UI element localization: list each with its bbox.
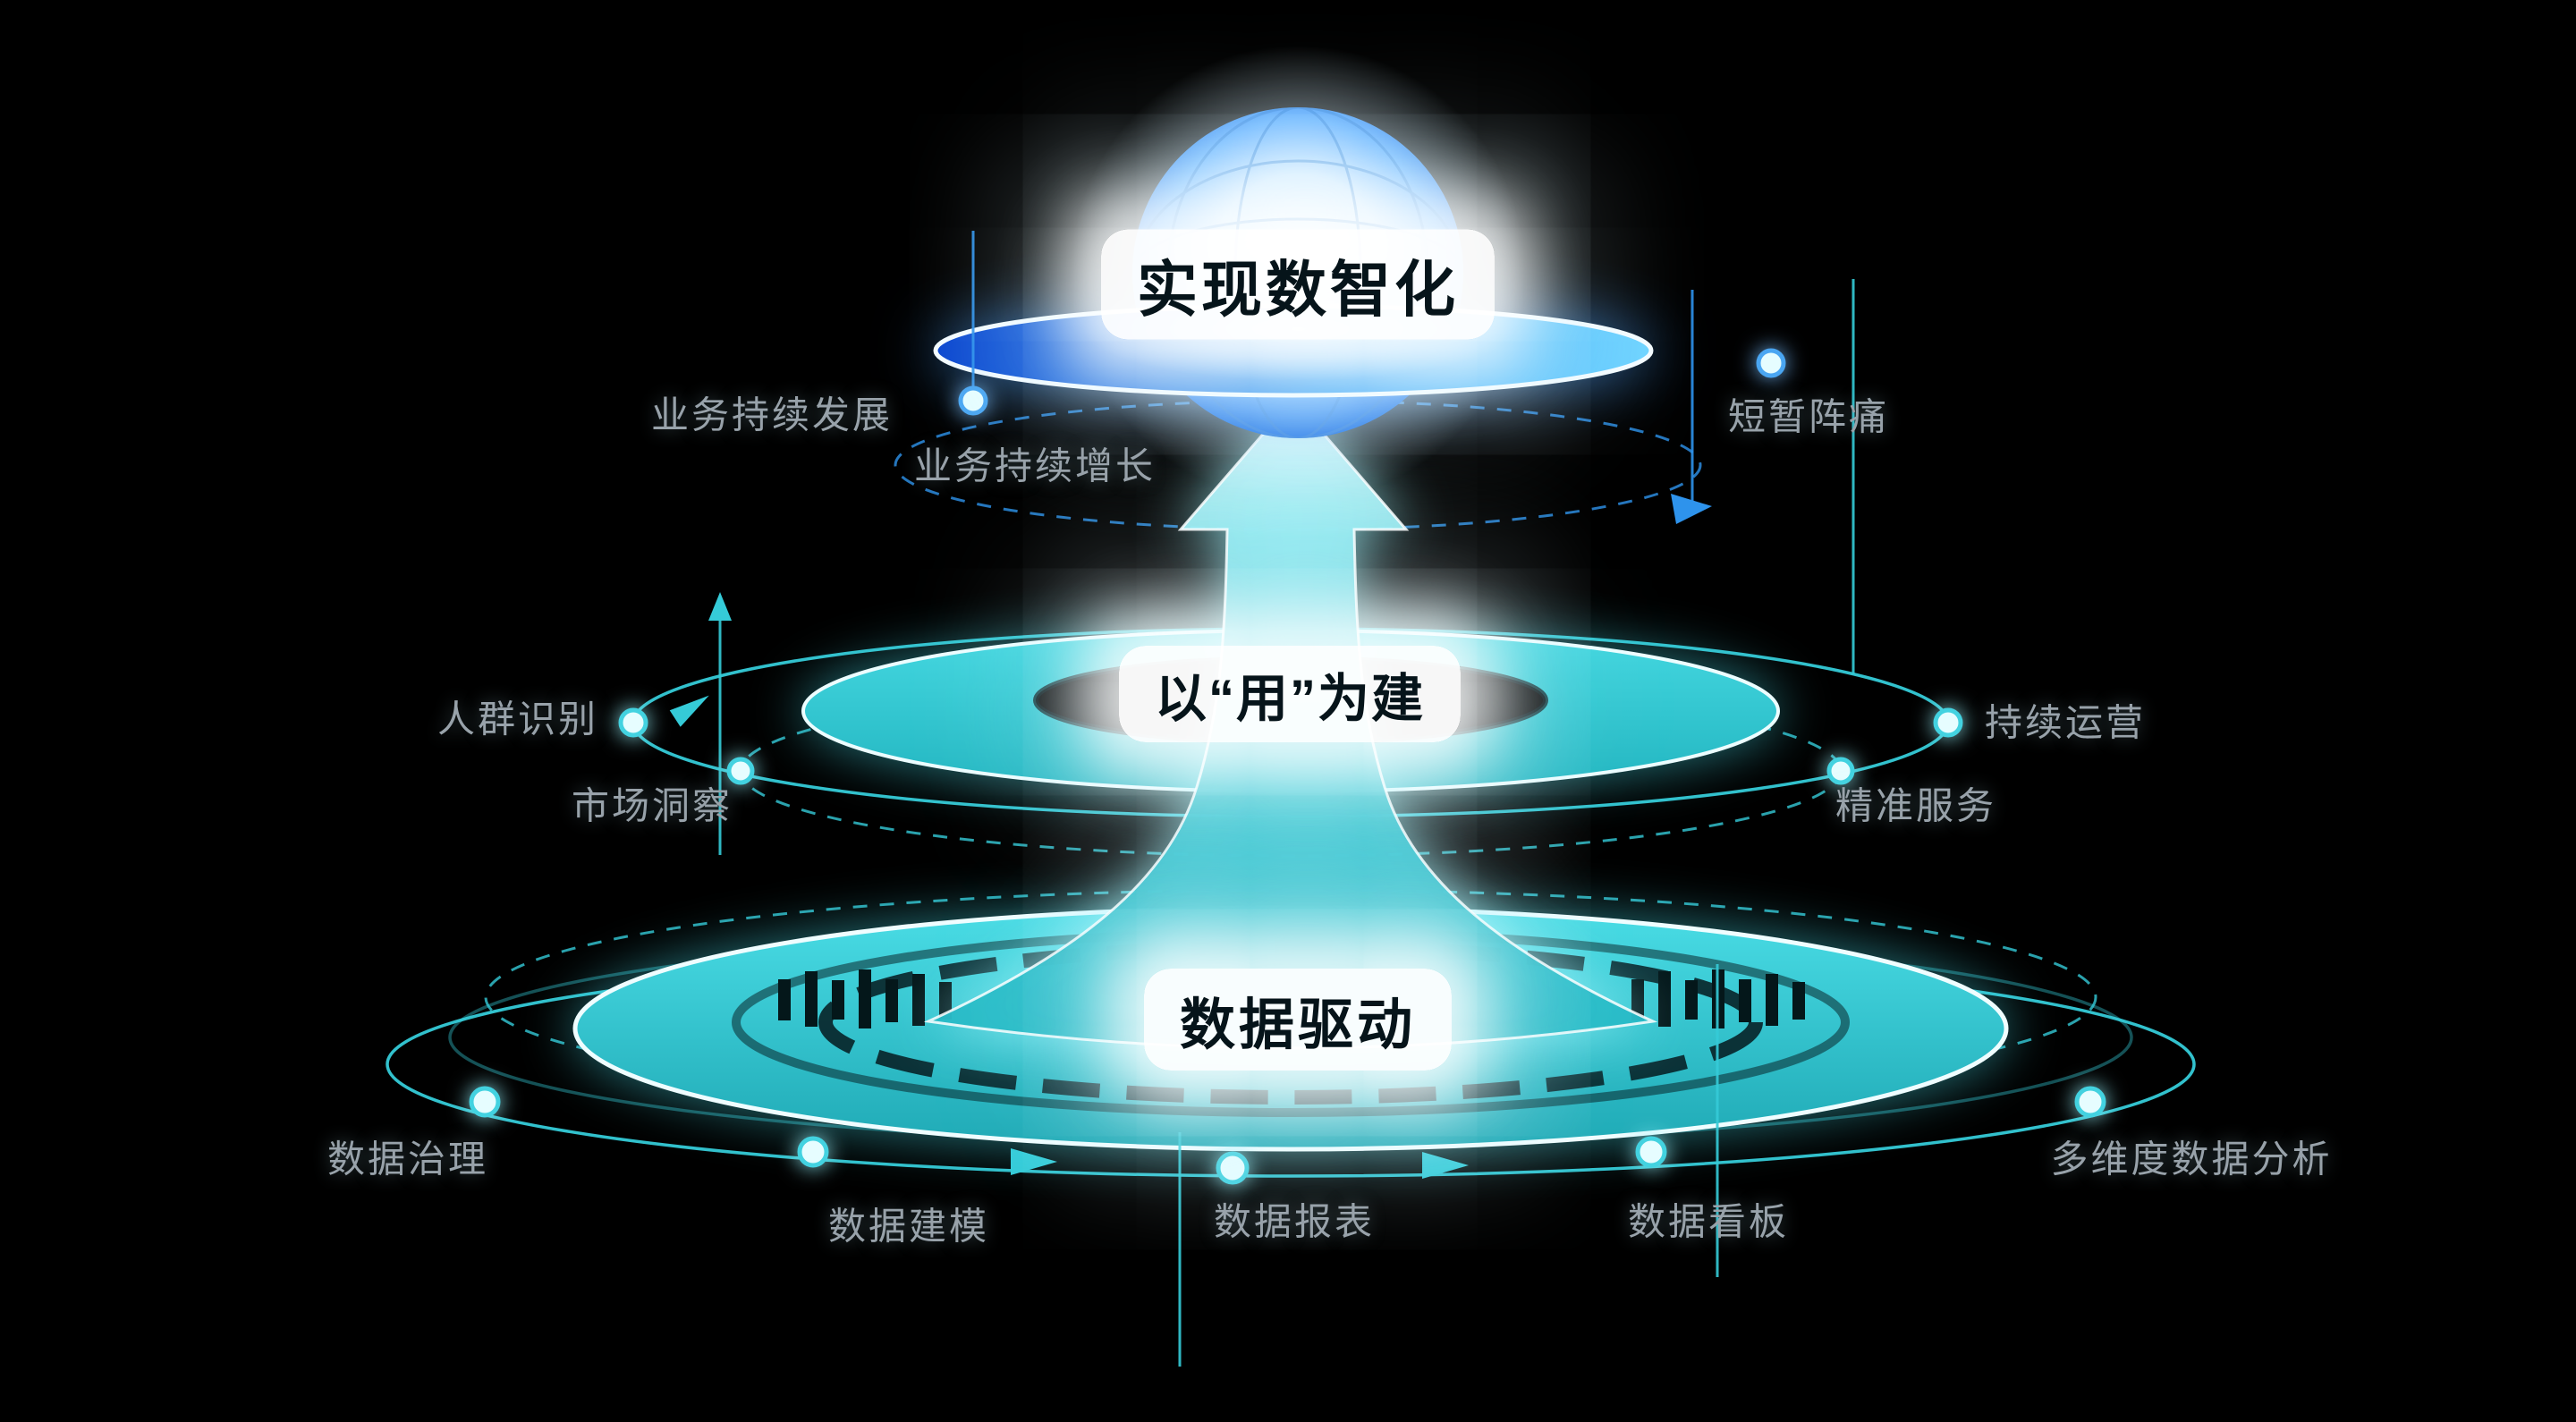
label-crowd-identification: 人群识别	[436, 698, 599, 741]
orbit-dot	[797, 1136, 829, 1168]
label-continuous-operation: 持续运营	[1984, 701, 2147, 744]
label-business-growth: 业务持续增长	[913, 444, 1157, 487]
label-market-insight: 市场洞察	[571, 784, 733, 827]
orbit-dot	[2074, 1086, 2106, 1118]
orbit-dot	[1826, 757, 1855, 785]
orbit-dot	[1635, 1136, 1667, 1168]
label-data-modeling: 数据建模	[827, 1205, 990, 1248]
wave-decoration-left	[778, 969, 952, 1028]
label-data-dashboard: 数据看板	[1627, 1200, 1790, 1243]
label-business-development: 业务持续发展	[650, 394, 894, 436]
connector-lines	[708, 231, 1855, 1367]
orbit-dots	[469, 348, 2106, 1185]
tier-label-middle: 以“用”为建	[1118, 646, 1462, 742]
orbit-dot	[726, 757, 755, 785]
line-arrow-icon	[708, 592, 732, 621]
label-data-report: 数据报表	[1213, 1200, 1376, 1243]
tier-label-top: 实现数智化	[1100, 229, 1496, 340]
orbit-dot	[618, 707, 648, 738]
orbit-arrow-icon	[1422, 1152, 1469, 1179]
label-data-governance: 数据治理	[326, 1138, 489, 1181]
label-multi-dimension-analysis: 多维度数据分析	[2050, 1138, 2333, 1181]
orbit-dot	[958, 385, 988, 416]
orbit-dot	[469, 1086, 501, 1118]
orbit-arrow-icon	[1011, 1148, 1057, 1175]
orbit-arrow-icon	[1671, 494, 1712, 524]
orbit-dot	[1933, 707, 1963, 738]
tier-label-bottom: 数据驱动	[1143, 969, 1453, 1071]
label-short-pain: 短暂阵痛	[1727, 395, 1890, 438]
wave-decoration-right	[1631, 969, 1805, 1028]
orbit-dot	[1756, 348, 1786, 378]
orbit-arrow-icon	[669, 695, 709, 727]
orbit-dot	[1216, 1151, 1250, 1185]
label-precise-service: 精准服务	[1835, 784, 1997, 827]
